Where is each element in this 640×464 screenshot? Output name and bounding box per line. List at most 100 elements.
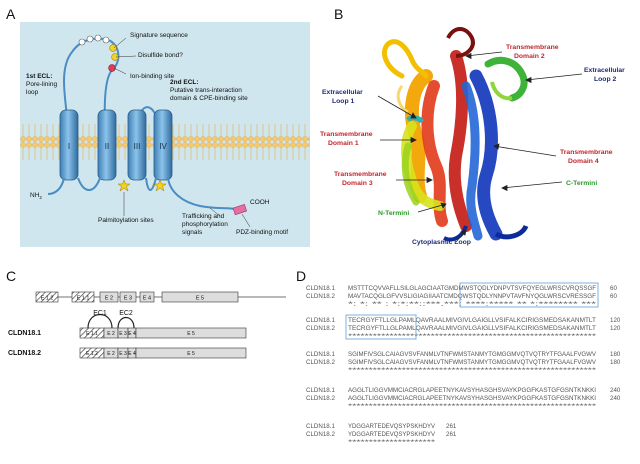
label-trafficking-line3: signals <box>182 229 203 236</box>
ecl1-beads <box>78 34 119 72</box>
label-palmitoylation-sites: Palmitoylation sites <box>98 217 154 224</box>
exon-label-e4: E 4 <box>143 296 151 302</box>
panel-c-figure: E 1.2 E 1.1 E 2 E 3 E 4 E 5 EC1 EC2 CLDN… <box>8 291 286 359</box>
helix-1-label: I <box>68 142 70 151</box>
panel-a-letter: A <box>6 6 16 22</box>
panel-b-figure: Transmembrane Domain 2 Extracellular Loo… <box>320 27 625 246</box>
isoform-row-2 <box>79 347 247 359</box>
label-ecl2-line1: Putative trans-interaction <box>170 87 242 94</box>
d-b2-r1-name: CLDN18.1 <box>306 317 335 324</box>
row2-exon-e2: E 2 <box>107 351 115 357</box>
d-b2-r2-name: CLDN18.2 <box>306 325 335 332</box>
d-b3-r2-name: CLDN18.2 <box>306 359 335 366</box>
ec1-arch <box>87 313 113 329</box>
panel-d-alignment: CLDN18.1 MSTTTCQVVAFLLSILGLAGCIAATGMDMWS… <box>306 282 621 446</box>
d-b3-r2-seq: SGIMFIVSGLCAIAGVSVFANMLVTNFWMSTANMYTGMGG… <box>348 359 597 366</box>
label-tm-domain-3-line1: Transmembrane <box>334 171 387 178</box>
d-b5-consensus: ********************* <box>348 439 436 446</box>
d-b3-r1-seq: SGIMFIVSGLCAIAGVSVFANMLVTNFWMSTANMYTGMGG… <box>348 351 597 358</box>
label-ecl2-line2: domain & CPE-binding site <box>170 95 248 102</box>
label-extracellular-loop-2-line2: Loop 2 <box>594 76 616 83</box>
d-b5-r2-seq: YDGGARTEDEVQSYPSKHDYV <box>348 431 436 438</box>
panel-a-figure: I II III IV Signature sequence Disulfide… <box>20 22 310 247</box>
row2-exon-e5: E 5 <box>187 351 195 357</box>
d-b2-r2-pos: 120 <box>610 325 621 332</box>
label-trafficking-line2: phosphorylation <box>182 221 228 228</box>
d-b1-r2-pos: 60 <box>610 293 617 300</box>
label-extracellular-loop-1-line1: Extracellular <box>322 89 363 96</box>
label-trafficking-line1: Trafficking and <box>182 213 225 220</box>
isoform-cldn18-2-label: CLDN18.2 <box>8 350 41 357</box>
ec2-label: EC2 <box>119 310 133 317</box>
label-tm-domain-2-line1: Transmembrane <box>506 44 559 51</box>
d-b3-r1-name: CLDN18.1 <box>306 351 335 358</box>
label-disulfide-bond: Disulfide bond? <box>138 52 183 59</box>
d-b2-r1-seq: TECRGYFTLLGLPAMLQAVRAALMIVGIVLGAIGLLVSIF… <box>348 317 596 324</box>
d-b2-consensus: ****************************************… <box>348 333 597 340</box>
label-tm-domain-2-line2: Domain 2 <box>514 53 545 60</box>
helices: I II III IV <box>59 109 173 181</box>
helix-2-label: II <box>105 142 109 151</box>
d-b3-r1-pos: 180 <box>610 351 621 358</box>
intracellular-loop-2 <box>145 177 157 191</box>
exon-label-e3: E 3 <box>124 296 132 302</box>
label-extracellular-loop-2-line1: Extracellular <box>584 67 625 74</box>
label-ecl1-line1: Pore-lining <box>26 81 57 88</box>
panel-c-letter: C <box>6 268 17 284</box>
d-b4-r2-seq: AGGLTLIGGVMMCIACRGLAPEETNYKAVSYHASGHSVAY… <box>348 395 596 402</box>
d-b1-r2-name: CLDN18.2 <box>306 293 335 300</box>
d-b3-r2-pos: 180 <box>610 359 621 366</box>
row1-exon-e1-1: E 1.1 <box>86 331 98 337</box>
n-terminus <box>47 177 65 195</box>
exon-label-e5: E 5 <box>196 296 204 302</box>
ec1-highlight-box-2 <box>345 314 417 340</box>
d-b4-r1-seq: AGGLTLIGGVMMCIACRGLAPEETNYKAVSYHASGHSVAY… <box>348 387 596 394</box>
d-b4-r1-name: CLDN18.1 <box>306 387 335 394</box>
ec2-arch <box>117 316 135 329</box>
d-b4-r1-pos: 240 <box>610 387 621 394</box>
label-ecl1-title: 1st ECL: <box>26 73 52 80</box>
d-b4-r2-name: CLDN18.2 <box>306 395 335 402</box>
d-b5-r2-pos: 261 <box>446 431 457 438</box>
label-ecl1-line2: loop <box>26 89 39 96</box>
helix-4 <box>153 109 173 181</box>
d-b2-r1-pos: 120 <box>610 317 621 324</box>
label-extracellular-loop-1-line2: Loop 1 <box>332 98 354 105</box>
d-b1-r2-seq: MAVTACQGLGFVVSLIGIAGIIAATCMDQWSTQDLYNNPV… <box>348 293 596 300</box>
label-cooh: COOH <box>250 199 270 206</box>
panel-d-letter: D <box>296 268 307 284</box>
d-b5-r1-seq: YDGGARTEDEVQSYPSKHDYV <box>348 423 436 430</box>
d-b3-consensus: ****************************************… <box>348 367 597 374</box>
row1-exon-e2: E 2 <box>107 331 115 337</box>
ec1-label: EC1 <box>93 310 107 317</box>
isoform-row-1 <box>79 327 247 339</box>
helix-4-label: IV <box>159 142 167 151</box>
panel-b-arrows <box>377 51 583 243</box>
pdz-motif <box>232 203 248 216</box>
exon-label-e2: E 2 <box>105 296 113 302</box>
label-tm-domain-1-line2: Domain 1 <box>328 140 359 147</box>
gene-exons <box>35 291 239 303</box>
d-b5-r1-pos: 261 <box>446 423 457 430</box>
label-ecl2-title: 2nd ECL: <box>170 79 199 86</box>
d-b2-r2-seq: TECRGYFTLLGLPAMLQAVRAALMIVGIVLGAIGLLVSIF… <box>348 325 596 332</box>
intracellular-loop-1 <box>77 177 101 191</box>
palmitoylation-stars <box>117 179 167 192</box>
row1-exon-e4: E 4 <box>128 331 136 337</box>
d-b1-r1-pos: 60 <box>610 285 617 292</box>
label-pdz-motif: PDZ-binding motif <box>236 229 288 236</box>
d-b4-r2-pos: 240 <box>610 395 621 402</box>
label-nh2: NH2 <box>30 192 42 200</box>
d-b4-consensus: ****************************************… <box>348 403 597 410</box>
d-b1-r1-name: CLDN18.1 <box>306 285 335 292</box>
exon-label-e1-2: E 1.2 <box>41 296 54 302</box>
isoform-cldn18-1-label: CLDN18.1 <box>8 330 41 337</box>
d-b5-r2-name: CLDN18.2 <box>306 431 335 438</box>
label-tm-domain-4-line2: Domain 4 <box>568 158 599 165</box>
helix-3-label: III <box>134 142 141 151</box>
label-tm-domain-3-line2: Domain 3 <box>342 180 373 187</box>
ec1-highlight-box-1 <box>459 282 599 308</box>
row2-exon-e4: E 4 <box>128 351 136 357</box>
exon-label-e1-1: E 1.1 <box>77 296 90 302</box>
d-b1-r1-seq: MSTTTCQVVAFLLSILGLAGCIAATGMDMWSTQDLYDNPV… <box>348 285 596 292</box>
